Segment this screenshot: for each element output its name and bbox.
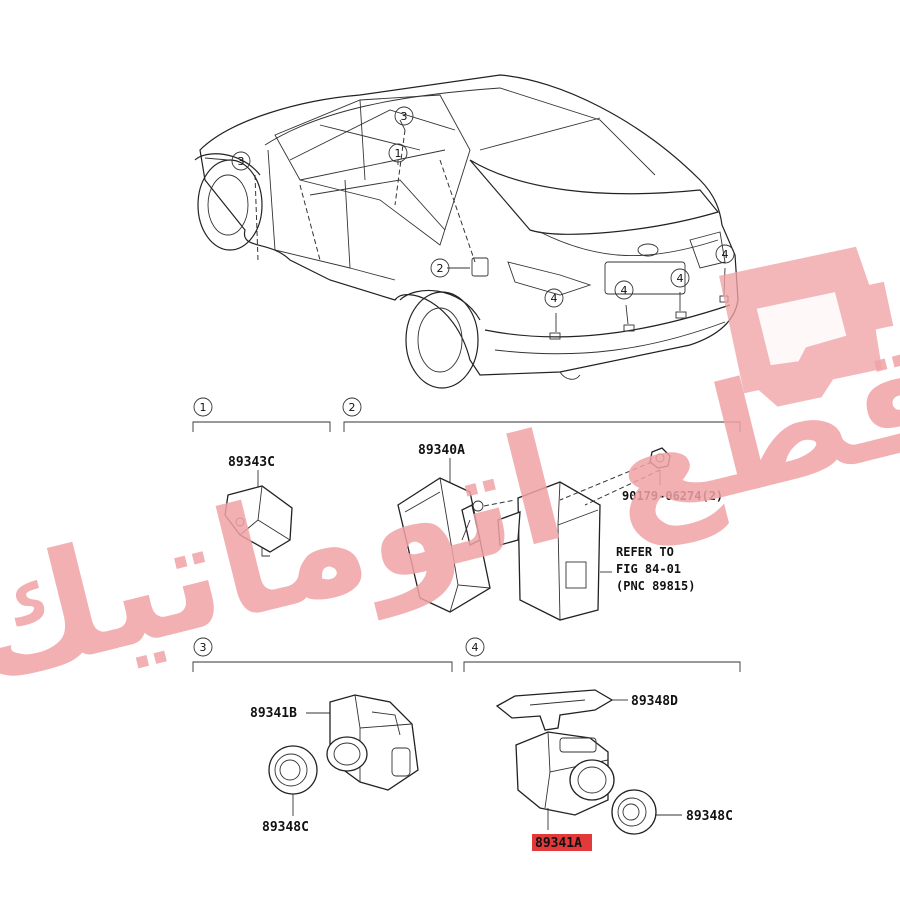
callout-circle-3: 3 (394, 106, 414, 126)
svg-text:2: 2 (437, 262, 444, 275)
refer-note-line1: REFER TO (616, 545, 674, 559)
callout-circle-4: 4 (614, 280, 634, 300)
group-4: 89348D 89341A 89348C (495, 689, 733, 851)
svg-text:4: 4 (551, 292, 558, 305)
refer-note-line3: (PNC 89815) (616, 579, 695, 593)
watermark-logo: قطع اتوماتيك (0, 246, 900, 718)
car-callouts: 1 3 3 2 4 4 4 4 (231, 106, 735, 308)
group-1: 89343C (224, 455, 293, 557)
callout-circle-3: 3 (231, 151, 251, 171)
highlighted-part-label (532, 834, 592, 851)
part-number-90179-06274: 90179-06274(2) (622, 489, 723, 503)
svg-text:1: 1 (395, 147, 402, 160)
part-number-89348C-right: 89348C (686, 809, 733, 824)
svg-text:4: 4 (677, 272, 684, 285)
svg-text:4: 4 (722, 248, 729, 261)
section-number-2: 2 (349, 401, 356, 414)
svg-text:4: 4 (621, 284, 628, 297)
part-number-89348C-left: 89348C (262, 820, 309, 835)
group-2: 89340A 90179-06274(2) REFER TO FIG 84-01… (397, 443, 723, 621)
part-number-89340A: 89340A (418, 443, 465, 458)
section-number-1: 1 (200, 401, 207, 414)
section-number-4: 4 (472, 641, 479, 654)
part-number-89341A: 89341A (535, 836, 582, 851)
callout-circle-1: 1 (388, 143, 408, 163)
callout-circle-4: 4 (544, 288, 564, 308)
callout-circle-2: 2 (430, 258, 450, 278)
watermark-text: قطع اتوماتيك (0, 304, 900, 717)
car-illustration (194, 74, 739, 389)
section-brackets: 1 2 3 4 (192, 397, 741, 672)
refer-note-line2: FIG 84-01 (616, 562, 681, 576)
part-number-89348D: 89348D (631, 694, 678, 709)
group-3: 89341B 89348C (250, 694, 419, 835)
section-number-3: 3 (200, 641, 207, 654)
part-number-89343C: 89343C (228, 455, 275, 470)
svg-text:3: 3 (401, 110, 408, 123)
engine-icon (719, 246, 894, 407)
callout-circle-4: 4 (715, 244, 735, 264)
svg-text:3: 3 (238, 155, 245, 168)
callout-circle-4: 4 (670, 268, 690, 288)
part-number-89341B: 89341B (250, 706, 297, 721)
